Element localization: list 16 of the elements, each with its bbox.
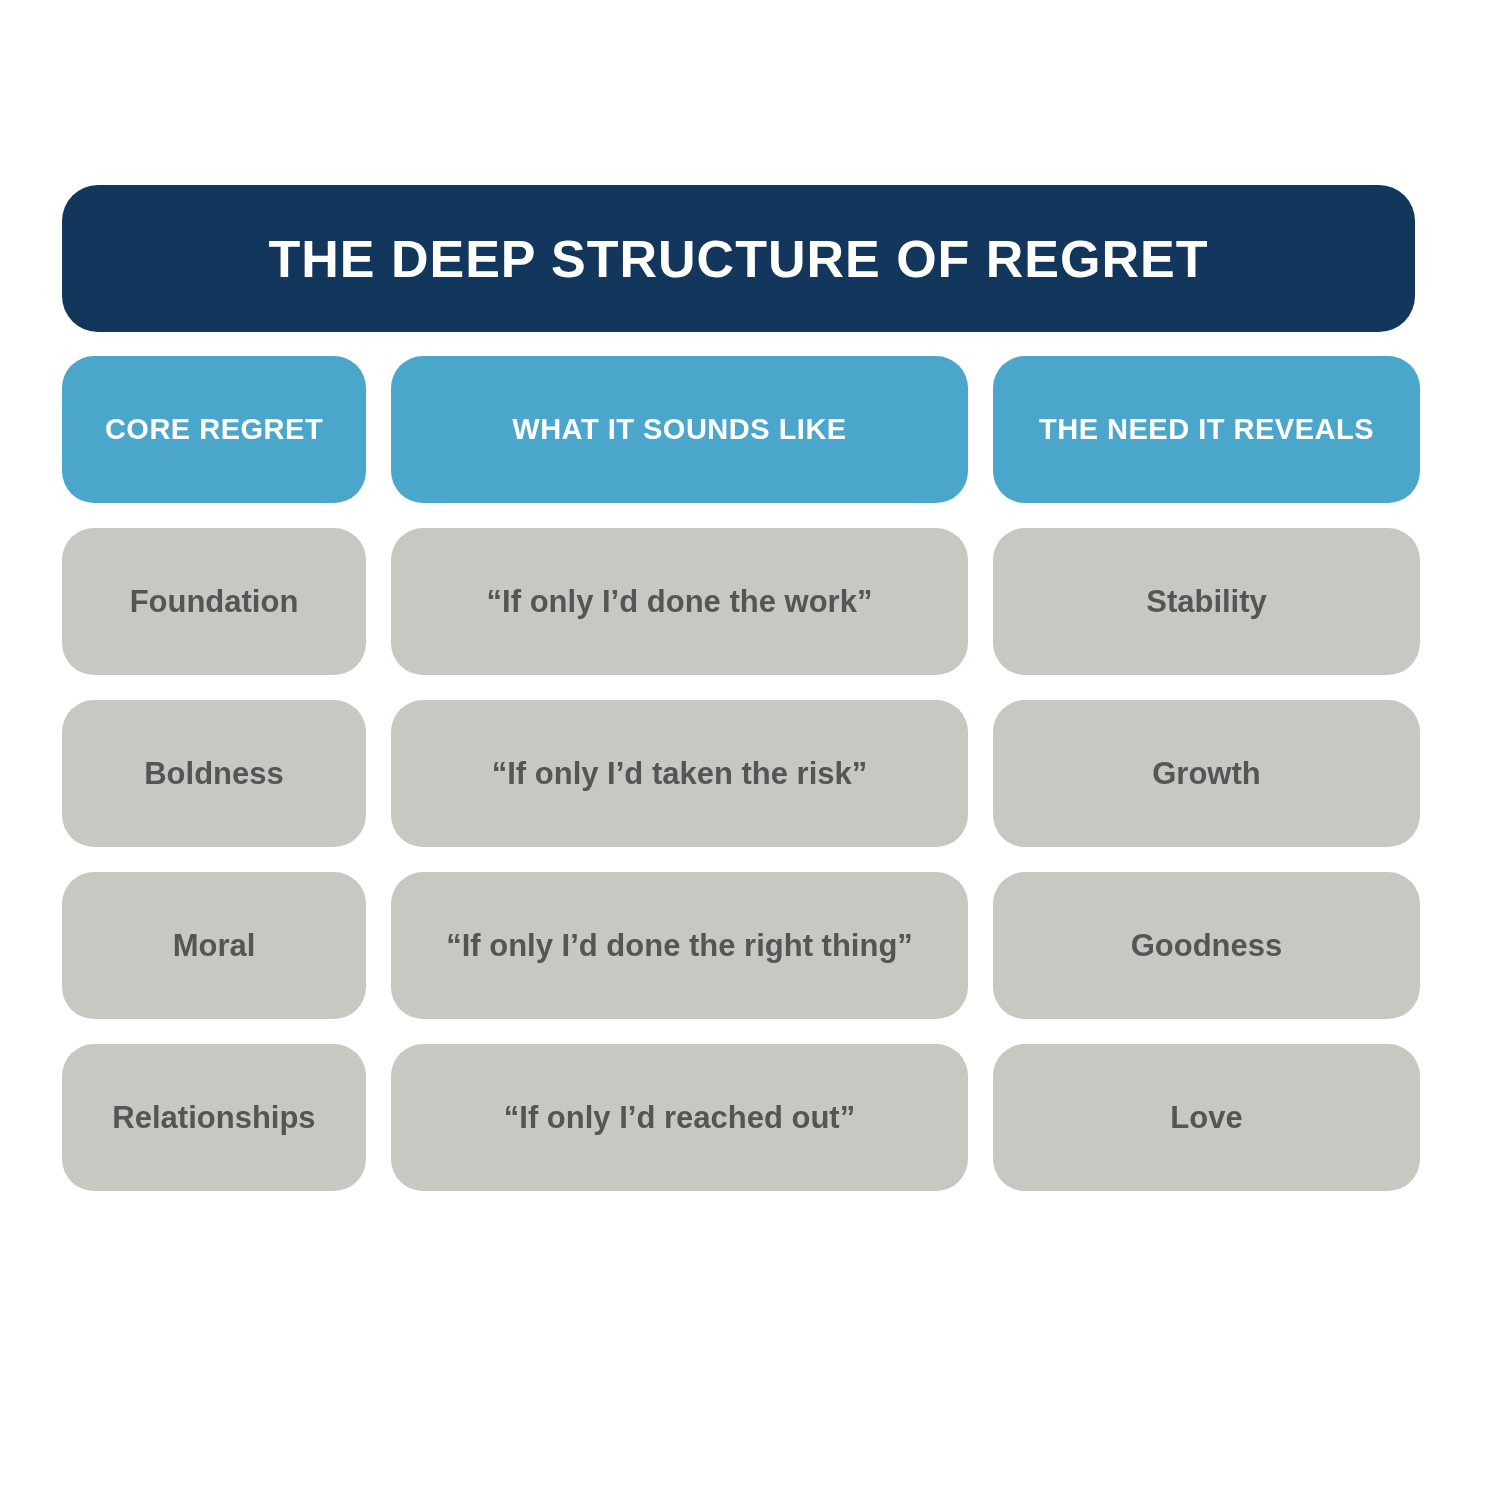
table-cell: “If only I’d taken the risk” — [391, 700, 968, 847]
column-header: CORE REGRET — [62, 356, 366, 503]
column-header: WHAT IT SOUNDS LIKE — [391, 356, 968, 503]
table-cell: “If only I’d done the work” — [391, 528, 968, 675]
table-cell: Goodness — [993, 872, 1420, 1019]
table-cell: Love — [993, 1044, 1420, 1191]
title-banner: THE DEEP STRUCTURE OF REGRET — [62, 185, 1415, 332]
table-cell: Stability — [993, 528, 1420, 675]
table-cell: Foundation — [62, 528, 366, 675]
column-header: THE NEED IT REVEALS — [993, 356, 1420, 503]
table-cell: Growth — [993, 700, 1420, 847]
table-cell: “If only I’d reached out” — [391, 1044, 968, 1191]
table-cell: “If only I’d done the right thing” — [391, 872, 968, 1019]
table-cell: Moral — [62, 872, 366, 1019]
table-cell: Boldness — [62, 700, 366, 847]
table-cell: Relationships — [62, 1044, 366, 1191]
